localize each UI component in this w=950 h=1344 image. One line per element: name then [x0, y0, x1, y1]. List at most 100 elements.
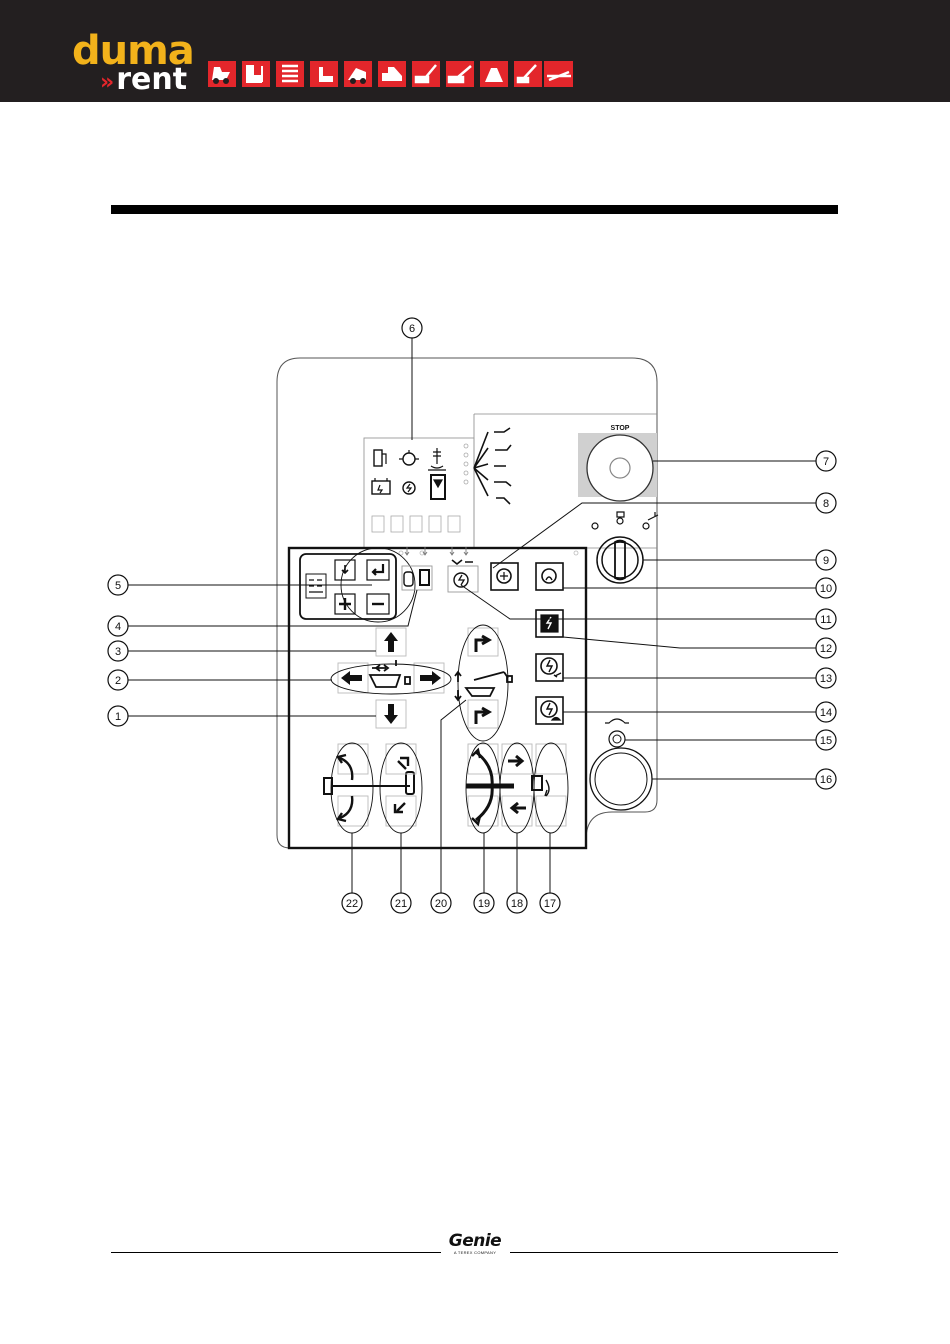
footer-rule-right: [510, 1252, 838, 1253]
callout-16: 16: [816, 769, 836, 789]
jib-icon: [455, 672, 512, 700]
svg-text:12: 12: [820, 643, 832, 655]
machine-icon: [544, 61, 573, 87]
turntable-boom-icon: [324, 772, 414, 794]
callout-6: 6: [402, 318, 422, 338]
stop-label: STOP: [611, 425, 630, 432]
fuel-select-buttons[interactable]: [402, 547, 432, 590]
callout-20: 20: [431, 893, 451, 913]
callout-13: 13: [816, 668, 836, 688]
genie-logo: Genie A TEREX COMPANY: [442, 1232, 508, 1255]
svg-text:5: 5: [115, 580, 121, 592]
svg-text:18: 18: [511, 898, 523, 910]
coolant-temp-icon: [428, 448, 446, 470]
svg-text:7: 7: [823, 456, 829, 468]
svg-text:15: 15: [820, 735, 832, 747]
oil-pressure-icon: [399, 450, 419, 465]
logo-text-rent: »rent: [100, 62, 187, 97]
platform-level-buttons[interactable]: [532, 743, 568, 833]
menu-enter-button[interactable]: [367, 560, 389, 580]
callout-19: 19: [474, 893, 494, 913]
svg-text:3: 3: [115, 646, 121, 658]
callout-15: 15: [816, 730, 836, 750]
callout-2: 2: [108, 670, 128, 690]
auxiliary-power-button[interactable]: [590, 748, 652, 810]
low-speed-button[interactable]: [536, 697, 563, 724]
platform-rotate-buttons[interactable]: [331, 660, 451, 694]
svg-text:10: 10: [820, 583, 832, 595]
function-enable-button[interactable]: [536, 610, 563, 637]
machine-icon: [446, 61, 474, 87]
high-speed-button[interactable]: [536, 654, 563, 681]
platform-down-button[interactable]: [376, 700, 406, 728]
control-panel-frame: [289, 548, 586, 848]
callout-5: 5: [108, 575, 128, 595]
callout-4: 4: [108, 616, 128, 636]
turntable-rotate-buttons[interactable]: [324, 743, 414, 833]
primary-boom-buttons[interactable]: [466, 743, 514, 833]
power-indicator-light: [605, 719, 629, 747]
callout-9: 9: [816, 550, 836, 570]
callout-3: 3: [108, 641, 128, 661]
machine-icon: [514, 61, 542, 87]
key-switch[interactable]: [592, 512, 658, 583]
machine-icon: [310, 61, 338, 87]
glow-plug-button[interactable]: [448, 547, 478, 592]
callout-11: 11: [816, 609, 836, 629]
callout-leaders: [128, 338, 816, 893]
ground-control-panel-diagram: STOP: [100, 310, 850, 920]
machine-icon: [480, 61, 508, 87]
glow-plug-icon: [403, 482, 415, 494]
svg-text:17: 17: [544, 898, 556, 910]
page-header: duma »rent: [0, 0, 950, 102]
machine-icon: [208, 61, 236, 87]
svg-text:21: 21: [395, 898, 407, 910]
svg-text:4: 4: [115, 621, 121, 633]
battery-icon: [372, 478, 390, 494]
callout-12: 12: [816, 638, 836, 658]
callout-14: 14: [816, 702, 836, 722]
fuel-icon: [374, 450, 386, 466]
callout-10: 10: [816, 578, 836, 598]
svg-text:19: 19: [478, 898, 490, 910]
svg-text:11: 11: [820, 614, 831, 626]
svg-text:22: 22: [346, 898, 358, 910]
callout-21: 21: [391, 893, 411, 913]
footer-rule-left: [111, 1252, 441, 1253]
logo-chevron: »: [100, 70, 114, 95]
emergency-stop-button[interactable]: STOP: [578, 425, 657, 501]
callout-1: 1: [108, 706, 128, 726]
machine-icon: [378, 61, 406, 87]
svg-text:2: 2: [115, 675, 121, 687]
svg-text:20: 20: [435, 898, 447, 910]
machine-icons-strip: [208, 60, 573, 88]
genie-logo-text: Genie: [442, 1232, 508, 1250]
callout-8: 8: [816, 493, 836, 513]
svg-text:6: 6: [409, 323, 415, 335]
svg-text:8: 8: [823, 498, 829, 510]
jib-boom-buttons[interactable]: [455, 625, 512, 741]
hourglass-icon: [431, 475, 445, 499]
platform-up-button[interactable]: [376, 628, 406, 656]
callout-7: 7: [816, 451, 836, 471]
segment-digits: [372, 516, 460, 532]
lcd-display: [364, 438, 474, 548]
svg-text:1: 1: [115, 711, 121, 723]
callout-22: 22: [342, 893, 362, 913]
machine-icon: [412, 61, 440, 87]
svg-text:16: 16: [820, 774, 832, 786]
machine-icon: [276, 61, 304, 87]
engine-stop-button[interactable]: [536, 563, 563, 590]
logo-text-rent-word: rent: [116, 62, 187, 97]
callout-18: 18: [507, 893, 527, 913]
function-indicator-fan: [474, 428, 511, 504]
callout-17: 17: [540, 893, 560, 913]
section-rule: [111, 205, 838, 214]
machine-icon: [242, 61, 270, 87]
secondary-boom-buttons[interactable]: [380, 743, 422, 833]
svg-text:9: 9: [823, 555, 829, 567]
svg-text:13: 13: [820, 673, 832, 685]
machine-icon: [344, 61, 372, 87]
lcd-indicator-dots: [464, 444, 468, 484]
svg-text:14: 14: [820, 707, 832, 719]
